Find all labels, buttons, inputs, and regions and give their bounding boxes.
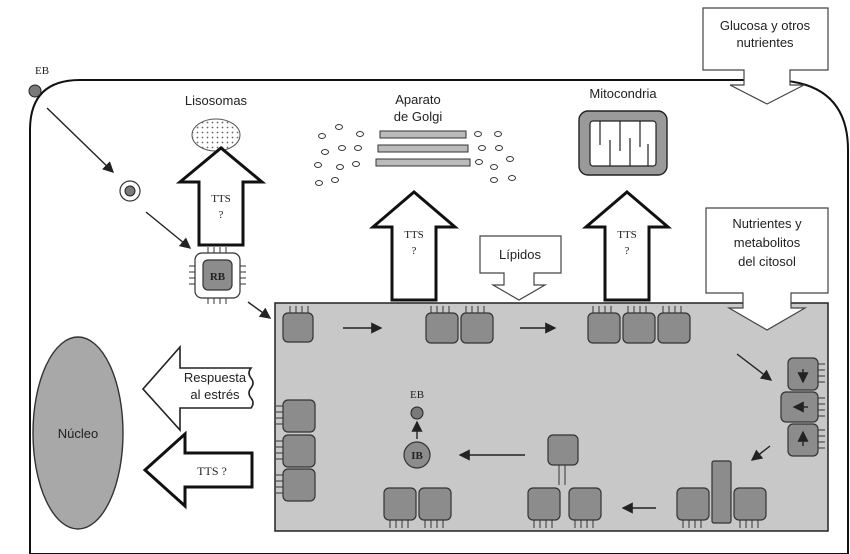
nucleus-tts-label: TTS ? — [197, 464, 227, 478]
lysosome-tts-arrow — [175, 146, 267, 247]
golgi-label-line2: de Golgi — [394, 109, 443, 124]
mitochondria-tts-arrow — [581, 190, 673, 302]
stress-label-line2: al estrés — [190, 387, 240, 402]
growth-arrow-3 — [736, 353, 773, 381]
ib-intermediate-body: IB — [403, 441, 431, 469]
rb-pair — [425, 306, 494, 344]
rb-column-right — [780, 357, 825, 457]
golgi-tts-label: TTS — [404, 229, 424, 241]
rb-early-inclusion: RB — [189, 247, 246, 304]
nutrients-label-line1: Nutrientes y — [732, 216, 802, 231]
nucleus-label: Núcleo — [58, 426, 98, 441]
mitochondria-label: Mitocondria — [589, 86, 657, 101]
lipids-label: Lípidos — [499, 247, 541, 262]
lysosome-tts-question: ? — [219, 209, 224, 221]
mitochondria-tts-question: ? — [625, 245, 630, 257]
rb-detaching — [547, 434, 579, 485]
lipids-callout: Lípidos — [479, 235, 562, 301]
rb-pair-bottom — [527, 487, 602, 528]
lysosome-tts-label: TTS — [211, 193, 231, 205]
mitochondria-tts-label: TTS — [617, 229, 637, 241]
golgi-tts-question: ? — [412, 245, 417, 257]
eb-label-inclusion: EB — [410, 389, 424, 401]
nutrients-callout: Nutrientes y metabolitos del citosol — [705, 207, 829, 331]
nucleus-tts-arrow — [142, 430, 254, 510]
eb-endosome — [119, 180, 141, 202]
differentiation-arrow — [145, 211, 192, 249]
mitochondrion — [578, 110, 668, 176]
stress-label-line1: Respuesta — [184, 370, 247, 385]
ib-label: IB — [411, 450, 423, 462]
rb-column-left — [276, 399, 316, 502]
growth-arrow-4 — [750, 445, 771, 461]
golgi-apparatus — [314, 124, 516, 186]
eb-inclusion — [410, 406, 424, 420]
lysosome-label: Lisosomas — [185, 93, 248, 108]
nucleus — [32, 336, 124, 530]
lysosome — [191, 118, 241, 152]
rb-triple — [587, 306, 691, 344]
rb-dividing — [676, 460, 767, 528]
rb-single — [282, 306, 314, 343]
nutrients-label-line3: del citosol — [738, 254, 796, 269]
glucose-label-line2: nutrientes — [736, 35, 794, 50]
glucose-callout: Glucosa y otros nutrientes — [702, 7, 829, 105]
rb-pair-lower-left — [383, 487, 452, 528]
entry-arrow — [46, 107, 115, 173]
host-cell-membrane — [29, 79, 849, 554]
eb-label-entry: EB — [35, 65, 49, 77]
glucose-label-line1: Glucosa y otros — [720, 18, 811, 33]
eb-extracellular — [28, 84, 42, 98]
golgi-label-line1: Aparato — [395, 92, 441, 107]
rb-label: RB — [210, 271, 226, 283]
golgi-tts-arrow — [368, 190, 460, 302]
inclusion-entry-arrow — [247, 301, 272, 319]
stress-response-arrow — [141, 344, 254, 433]
nutrients-label-line2: metabolitos — [734, 235, 801, 250]
